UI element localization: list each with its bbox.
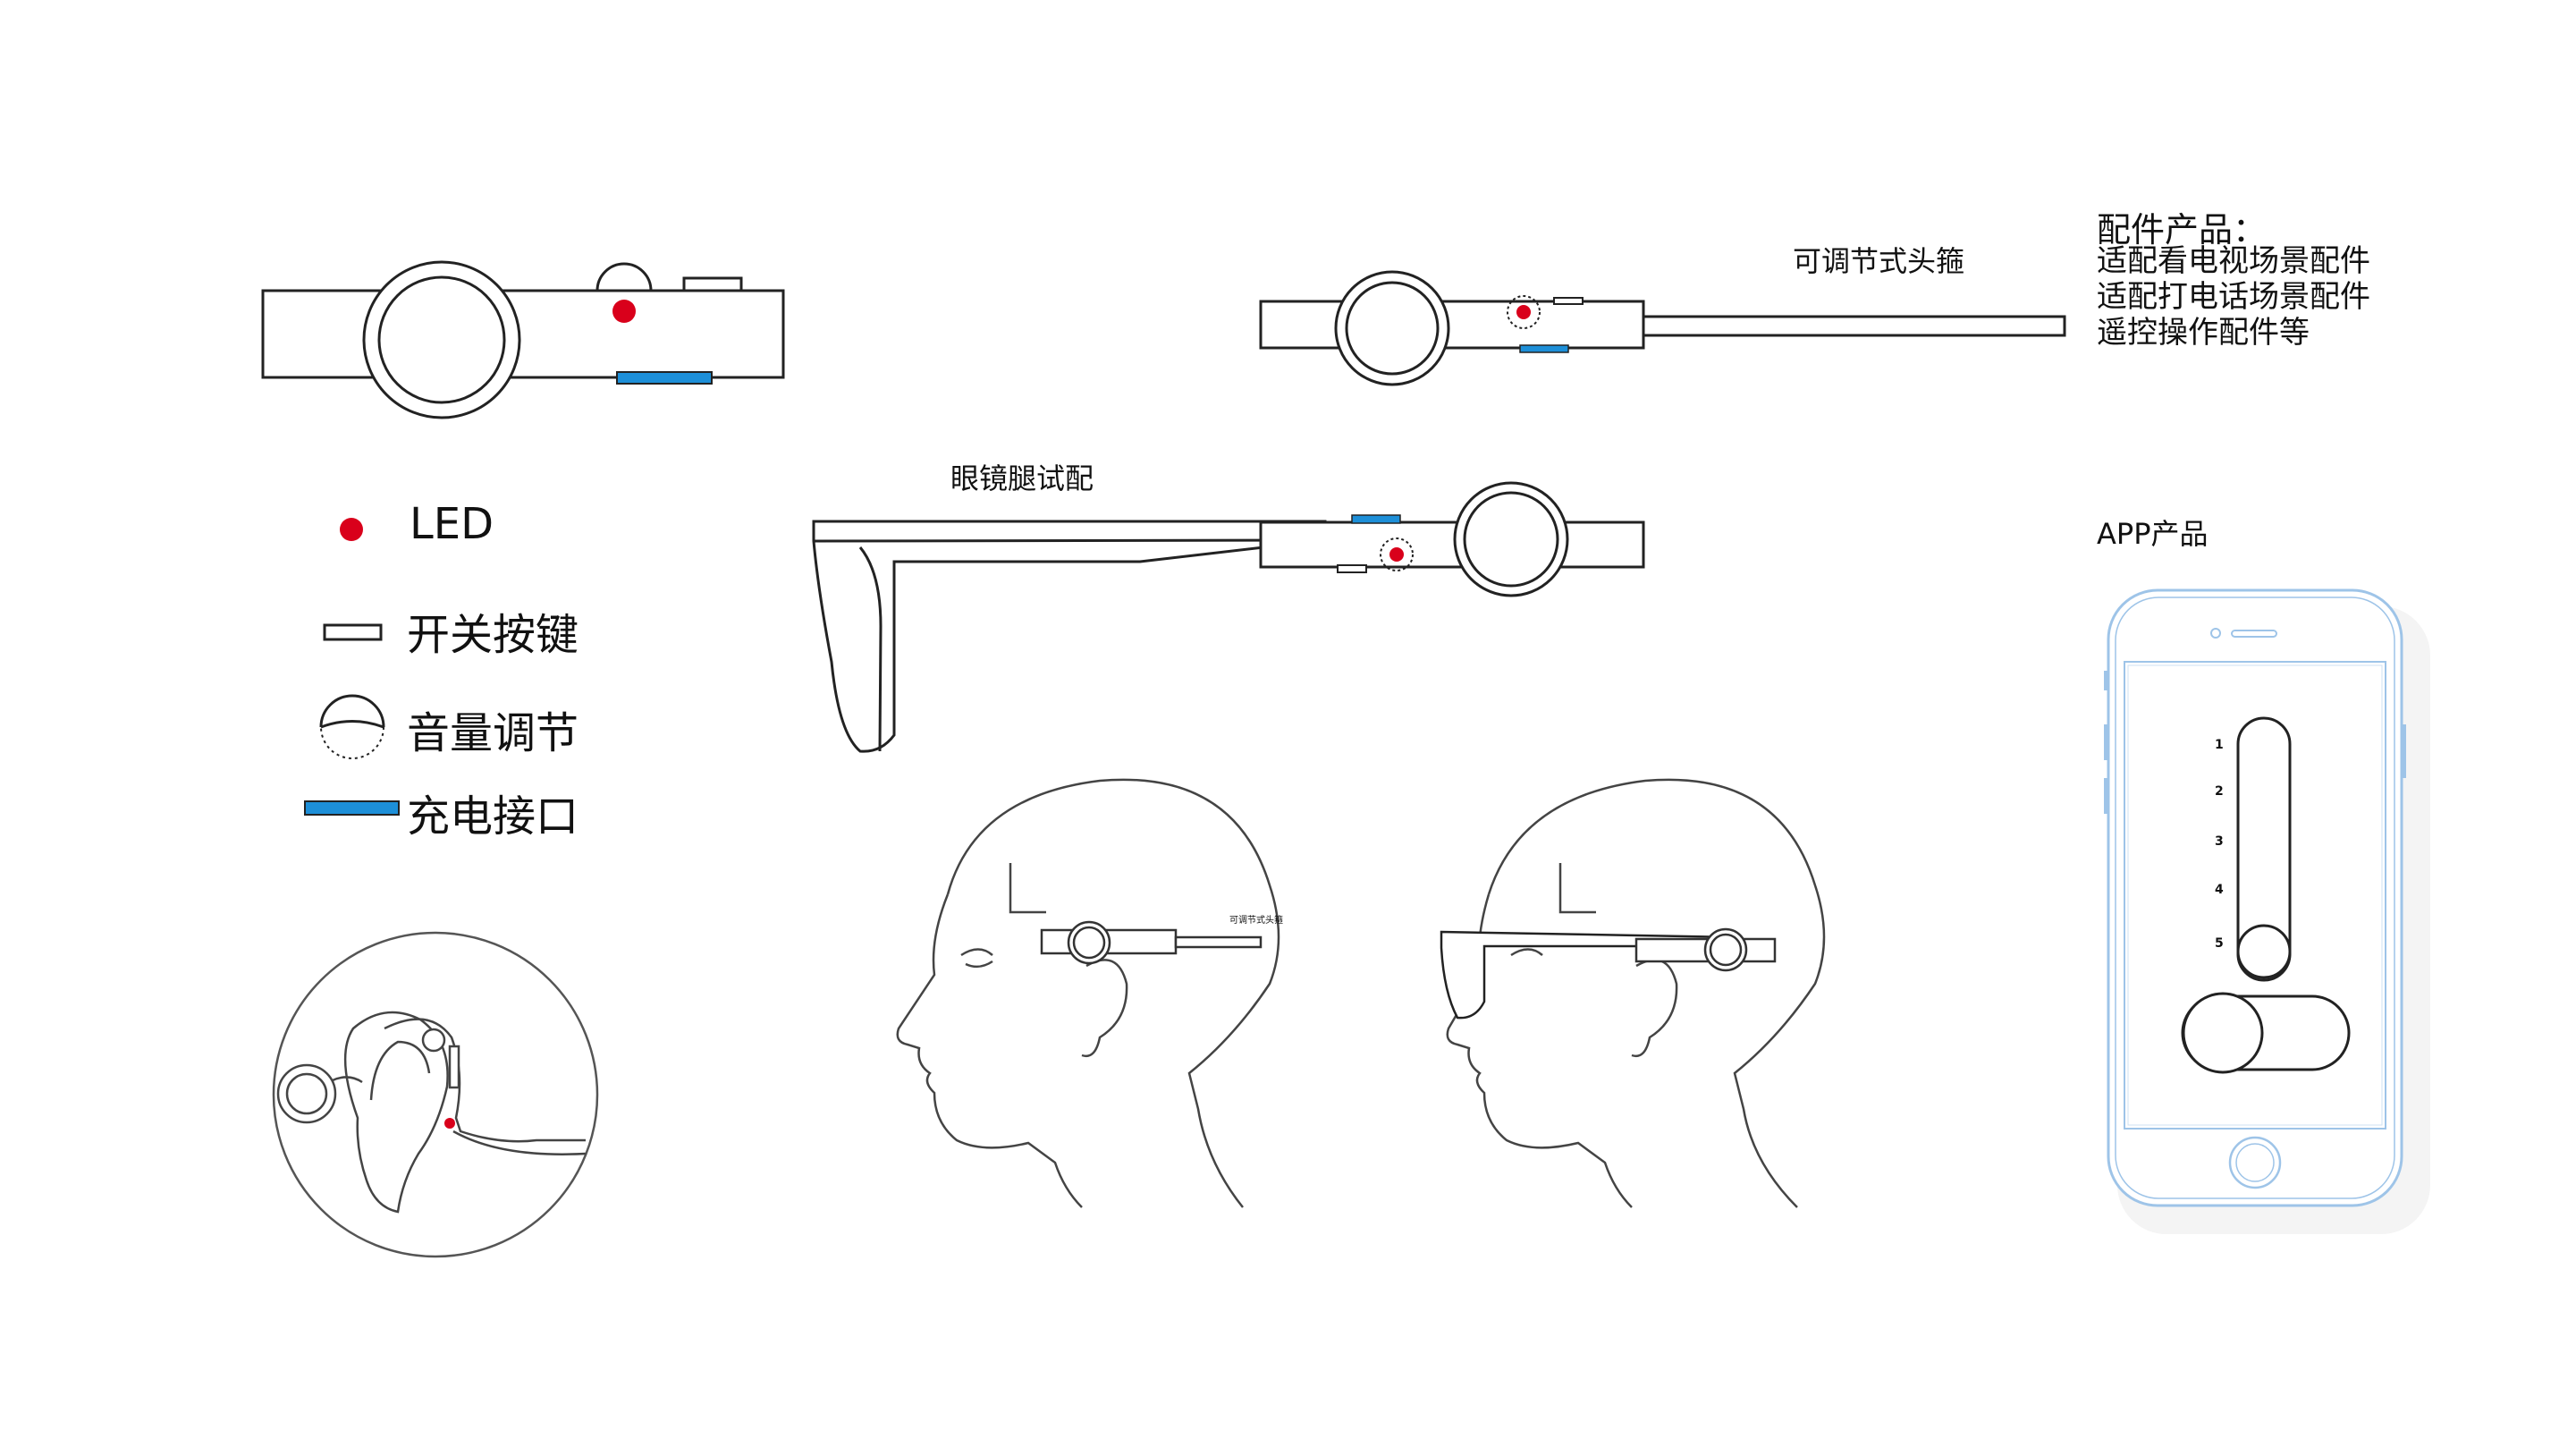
button-legend-icon [323, 623, 383, 641]
headband-port [1519, 344, 1569, 353]
glasses-fit-label: 眼镜腿试配 [950, 461, 1094, 495]
ear-closeup [272, 931, 599, 1258]
legend-charging-port-label: 充电接口 [407, 791, 579, 842]
legend-icons [304, 518, 400, 816]
device-top-view [261, 260, 785, 419]
headband-led [1516, 305, 1531, 319]
app-label: APP产品 [2097, 517, 2209, 551]
head-glasses [1440, 778, 1826, 1208]
glasses-port [1351, 514, 1401, 524]
volume-legend-icon [319, 694, 385, 759]
app-volume-slider[interactable] [2181, 716, 2351, 1074]
legend-volume-label: 音量调节 [407, 708, 579, 758]
accessory-line-1: 适配看电视场景配件 [2097, 243, 2370, 279]
led-legend-icon [340, 518, 363, 541]
slider-tick-2: 2 [2215, 784, 2224, 799]
slider-knob [2236, 924, 2292, 979]
accessory-line-3: 遥控操作配件等 [2097, 315, 2310, 351]
legend-led-label: LED [410, 499, 494, 549]
headband-device [1259, 270, 2066, 386]
charging-legend-icon [304, 800, 400, 816]
slider-tick-5: 5 [2215, 936, 2224, 951]
glasses-device [812, 481, 1645, 753]
charging-port-mark [616, 371, 713, 385]
toggle-knob [2182, 992, 2264, 1074]
led-dot [612, 300, 636, 323]
slider-tick-4: 4 [2215, 883, 2224, 897]
accessory-line-2: 适配打电话场景配件 [2097, 279, 2370, 315]
glasses-led [1389, 547, 1404, 562]
slider-tick-1: 1 [2215, 738, 2224, 752]
ear-led [444, 1118, 455, 1129]
headband-label: 可调节式头箍 [1793, 244, 1965, 278]
headband-small-label: 可调节式头箍 [1229, 916, 1283, 926]
slider-tick-3: 3 [2215, 834, 2224, 849]
legend-power-button-label: 开关按键 [407, 610, 579, 660]
head-headband [896, 778, 1280, 1208]
home-button [2228, 1136, 2282, 1189]
accessories-title: 配件产品： [2097, 210, 2268, 250]
